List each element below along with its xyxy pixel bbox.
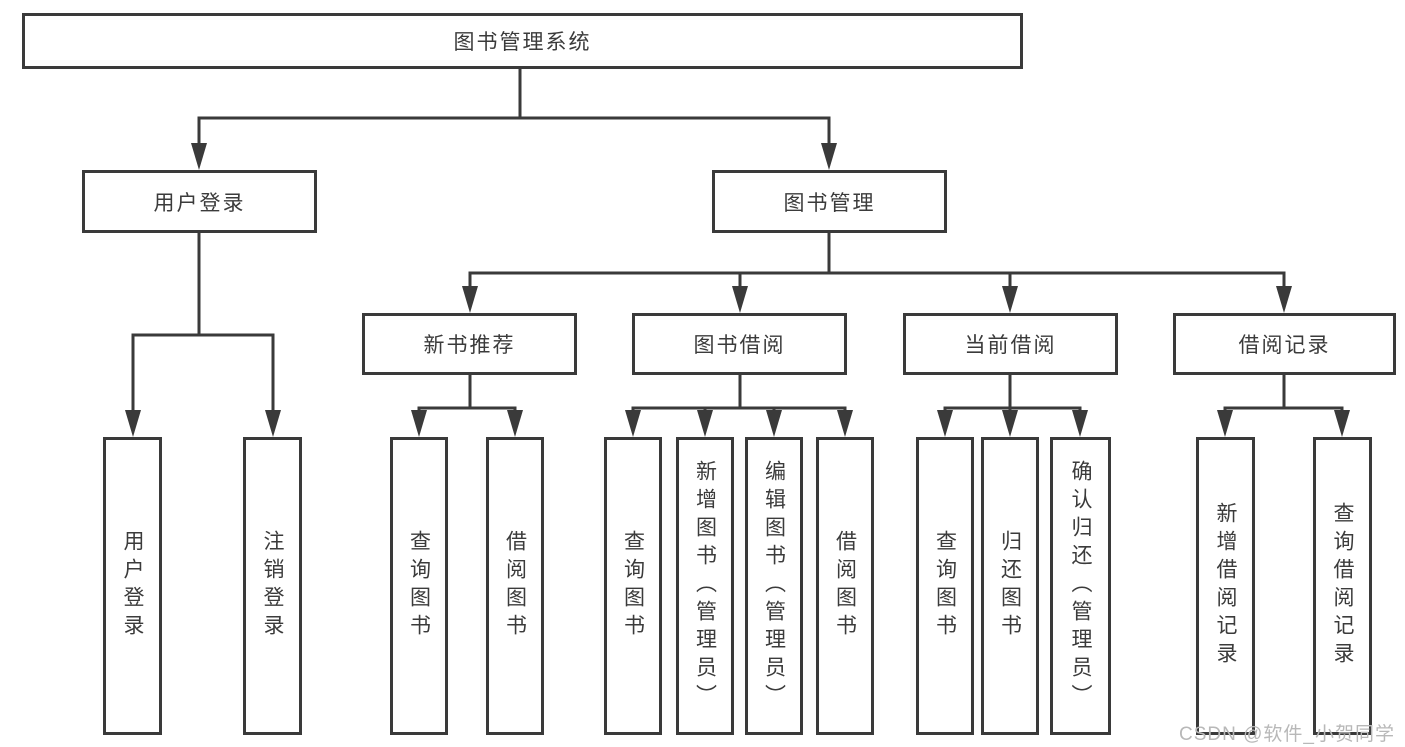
leaf-logout: 注销登录 <box>243 437 302 735</box>
leaf-label: 查询图书 <box>621 530 645 642</box>
leaf-borrow-book: 借阅图书 <box>816 437 874 735</box>
leaf-label: 新增借阅记录 <box>1214 502 1237 670</box>
node-label: 新书推荐 <box>423 334 516 357</box>
node-book-management: 图书管理 <box>712 170 947 233</box>
node-label: 图书借阅 <box>693 334 786 357</box>
leaf-label: 编辑图书（管理员） <box>762 460 786 712</box>
leaf-return-book: 归还图书 <box>981 437 1039 735</box>
leaf-add-borrow-record: 新增借阅记录 <box>1196 437 1255 735</box>
node-label: 用户登录 <box>153 191 246 215</box>
leaf-label: 借阅图书 <box>503 530 527 642</box>
leaf-query-book: 查询图书 <box>916 437 974 735</box>
node-current-borrow: 当前借阅 <box>903 313 1118 375</box>
node-library-system: 图书管理系统 <box>22 13 1023 69</box>
leaf-label: 归还图书 <box>998 530 1022 642</box>
leaf-label: 确认归还（管理员） <box>1069 460 1092 712</box>
leaf-borrow-book: 借阅图书 <box>486 437 544 735</box>
leaf-label: 查询图书 <box>407 530 431 642</box>
node-label: 图书管理 <box>783 191 876 215</box>
leaf-label: 查询图书 <box>933 530 957 642</box>
node-user-login: 用户登录 <box>82 170 317 233</box>
leaf-label: 注销登录 <box>261 530 284 642</box>
leaf-label: 用户登录 <box>121 530 144 642</box>
leaf-query-book: 查询图书 <box>390 437 448 735</box>
leaf-user-login: 用户登录 <box>103 437 162 735</box>
node-label: 当前借阅 <box>964 334 1057 357</box>
node-label: 图书管理系统 <box>453 31 592 54</box>
node-new-book-recommend: 新书推荐 <box>362 313 577 375</box>
leaf-add-book-admin: 新增图书（管理员） <box>676 437 734 735</box>
leaf-label: 新增图书（管理员） <box>693 460 717 712</box>
leaf-confirm-return-admin: 确认归还（管理员） <box>1050 437 1111 735</box>
node-label: 借阅记录 <box>1238 334 1331 357</box>
arrowhead-icons <box>125 143 1350 437</box>
node-borrow-record: 借阅记录 <box>1173 313 1396 375</box>
leaf-query-borrow-record: 查询借阅记录 <box>1313 437 1372 735</box>
leaf-label: 借阅图书 <box>833 530 857 642</box>
leaf-query-book: 查询图书 <box>604 437 662 735</box>
node-book-borrow: 图书借阅 <box>632 313 847 375</box>
leaf-edit-book-admin: 编辑图书（管理员） <box>745 437 803 735</box>
leaf-label: 查询借阅记录 <box>1331 502 1354 670</box>
csdn-watermark: CSDN @软件_小贺同学 <box>1179 724 1395 745</box>
